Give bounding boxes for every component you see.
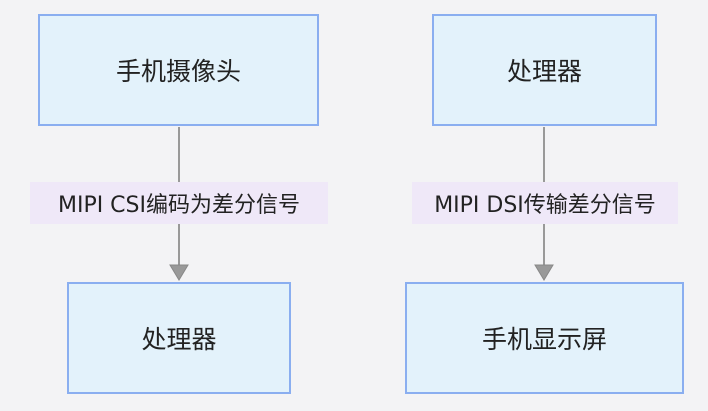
node-processor-top-label: 处理器 xyxy=(506,57,582,86)
node-camera: 手机摄像头 xyxy=(38,14,319,126)
node-camera-label: 手机摄像头 xyxy=(115,57,241,86)
edge-label-csi: MIPI CSI编码为差分信号 xyxy=(30,182,328,224)
node-processor-bottom-label: 处理器 xyxy=(141,325,217,354)
node-display-label: 手机显示屏 xyxy=(481,325,607,354)
arrowhead-csi xyxy=(169,264,189,281)
edge-label-dsi-text: MIPI DSI传输差分信号 xyxy=(434,193,656,218)
edge-label-dsi: MIPI DSI传输差分信号 xyxy=(412,182,678,224)
node-processor-top: 处理器 xyxy=(432,14,657,126)
node-display: 手机显示屏 xyxy=(405,282,684,394)
edge-label-csi-text: MIPI CSI编码为差分信号 xyxy=(57,193,301,218)
node-processor-bottom: 处理器 xyxy=(67,282,291,394)
arrowhead-dsi xyxy=(534,264,554,281)
